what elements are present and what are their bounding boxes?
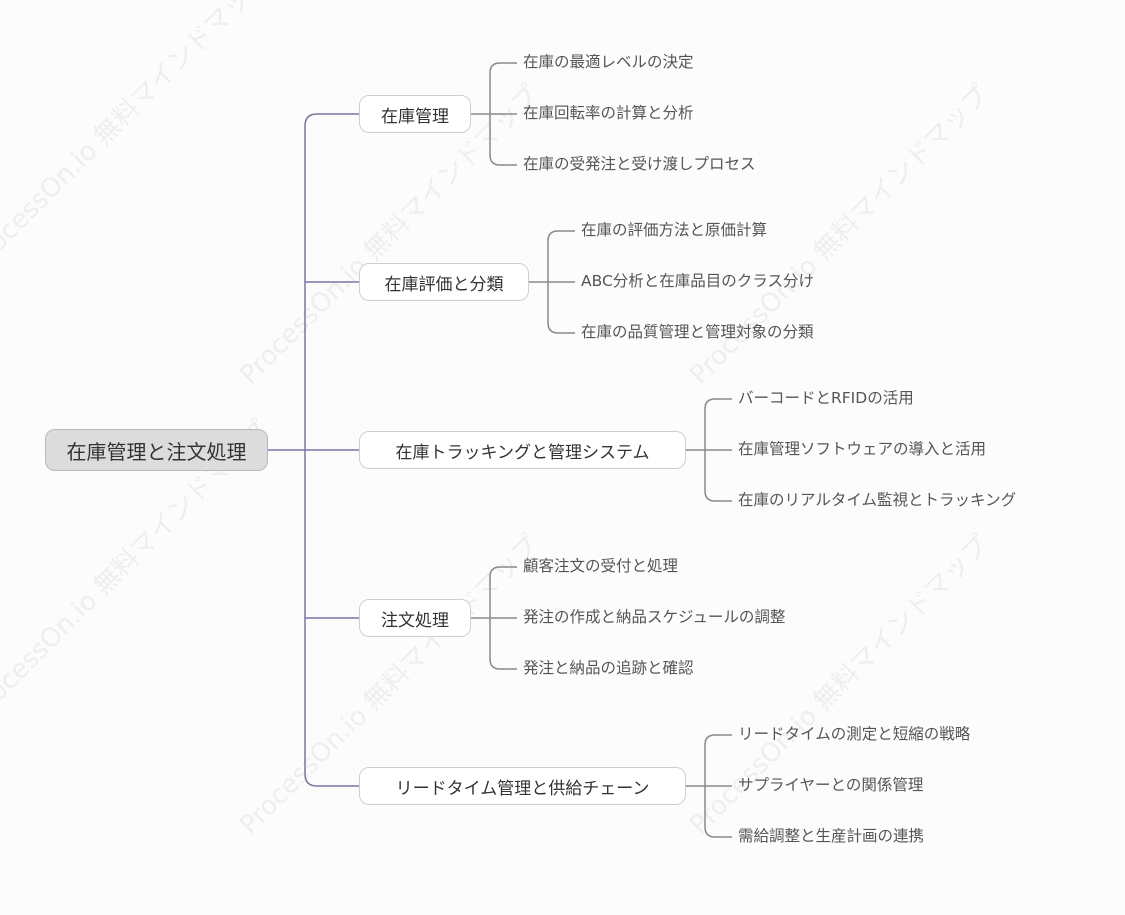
root-node[interactable]: 在庫管理と注文処理 (45, 429, 268, 471)
leaf-item[interactable]: リードタイムの測定と短縮の戦略 (738, 725, 971, 743)
branch-node-valuation-classification[interactable]: 在庫評価と分類 (359, 263, 529, 301)
leaf-item[interactable]: サプライヤーとの関係管理 (738, 776, 924, 794)
branch-node-lead-time-supply-chain[interactable]: リードタイム管理と供給チェーン (359, 767, 686, 805)
branch-label: 在庫トラッキングと管理システム (395, 442, 650, 463)
leaf-item[interactable]: 在庫管理ソフトウェアの導入と活用 (738, 440, 987, 458)
branch-node-tracking-system[interactable]: 在庫トラッキングと管理システム (359, 431, 686, 469)
leaf-item[interactable]: 発注と納品の追跡と確認 (523, 659, 694, 677)
leaf-item[interactable]: 発注の作成と納品スケジュールの調整 (523, 608, 786, 626)
branch-label: 在庫管理 (381, 106, 449, 127)
connector-bracket (704, 398, 732, 502)
branch-node-inventory-management[interactable]: 在庫管理 (359, 95, 471, 133)
leaf-item[interactable]: バーコードとRFIDの活用 (738, 389, 914, 407)
connector-bracket (547, 230, 575, 334)
leaf-item[interactable]: 在庫の品質管理と管理対象の分類 (581, 323, 814, 341)
branch-label: リードタイム管理と供給チェーン (395, 778, 650, 799)
branch-node-order-processing[interactable]: 注文処理 (359, 599, 471, 637)
leaf-item[interactable]: ABC分析と在庫品目のクラス分け (581, 272, 814, 290)
connector-bracket (489, 566, 517, 670)
leaf-item[interactable]: 在庫の評価方法と原価計算 (581, 221, 768, 239)
leaf-item[interactable]: 在庫のリアルタイム監視とトラッキング (738, 491, 1017, 509)
root-label: 在庫管理と注文処理 (66, 439, 247, 464)
leaf-item[interactable]: 需給調整と生産計画の連携 (738, 827, 925, 845)
connector-bracket (489, 62, 517, 166)
leaf-item[interactable]: 在庫回転率の計算と分析 (523, 104, 694, 122)
branch-label: 在庫評価と分類 (384, 274, 504, 295)
leaf-item[interactable]: 顧客注文の受付と処理 (523, 557, 679, 575)
leaf-item[interactable]: 在庫の最適レベルの決定 (523, 53, 694, 71)
leaf-item[interactable]: 在庫の受発注と受け渡しプロセス (523, 155, 756, 173)
connector-bracket (704, 734, 732, 838)
branch-label: 注文処理 (381, 610, 449, 631)
